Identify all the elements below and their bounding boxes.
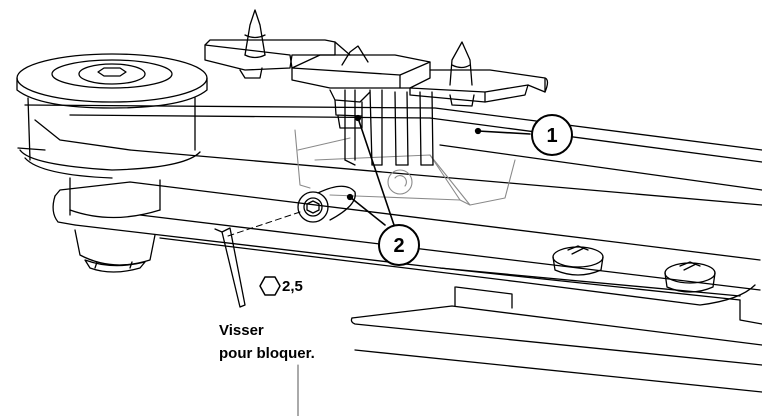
- base-plate: [52, 181, 761, 306]
- clamp-bracket: [294, 129, 516, 206]
- beam-1: [17, 104, 762, 206]
- pulley: [16, 53, 208, 219]
- hex-size-label: 2,5: [282, 278, 303, 295]
- bottom-nut: [74, 229, 156, 273]
- top-plate-right: [409, 41, 549, 107]
- callout-2-leaders: [346, 114, 396, 229]
- callout-2-circle: [378, 224, 420, 266]
- comb-fins: [344, 89, 434, 166]
- callout-1-number: 1: [546, 125, 557, 147]
- callout-1-circle: [531, 114, 573, 156]
- hex-key: [214, 211, 301, 308]
- top-plate-center: [291, 45, 431, 129]
- callout-1-leader: [474, 127, 531, 135]
- frame-lines: [350, 286, 762, 393]
- set-screw: [297, 185, 356, 223]
- plate-screw-1: [552, 245, 604, 276]
- instruction-line-1: Visser: [219, 322, 264, 339]
- instruction-line-2: pour bloquer.: [219, 345, 315, 362]
- top-plate-left: [204, 9, 351, 79]
- hexagon-icon: [259, 276, 281, 296]
- callout-2-number: 2: [393, 235, 404, 257]
- plate-screw-2: [664, 261, 716, 293]
